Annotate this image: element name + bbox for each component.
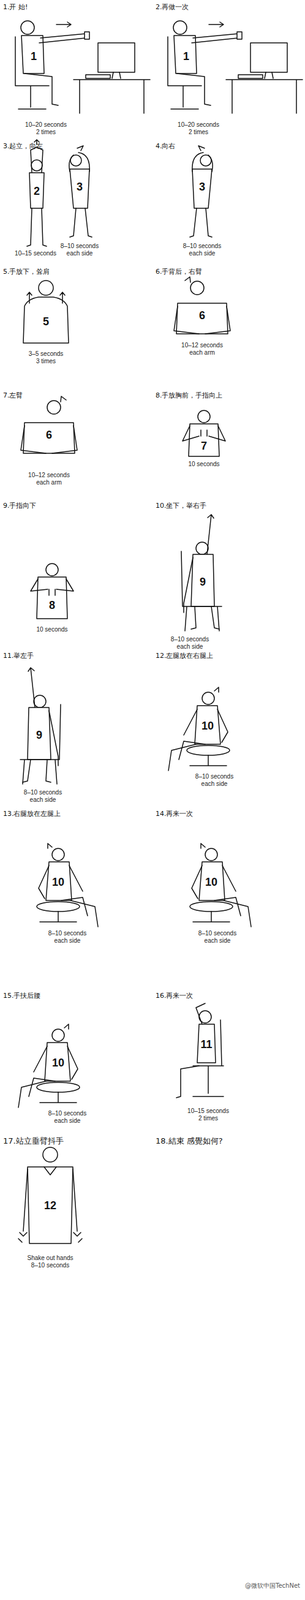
figure-number: 10: [51, 876, 65, 888]
duration-caption: 10–15 seconds 2 times: [185, 1107, 231, 1122]
figure-number: 10: [204, 876, 219, 888]
duration-caption: 10–15 seconds: [12, 249, 59, 258]
duration-caption: 8–10 seconds each side: [167, 635, 212, 650]
step-label: 13.右腿放在左腿上: [3, 809, 62, 818]
step-label: 10.坐下，举右手: [155, 501, 208, 510]
figure-number: 3: [75, 181, 84, 193]
figure-number: 8: [48, 599, 56, 611]
figure-number: 1: [182, 50, 190, 62]
step-label: 14.再来一次: [155, 809, 194, 818]
duration-caption: 10 seconds: [180, 460, 228, 468]
figure-number: 11: [199, 1038, 213, 1050]
step-label: 15.手扶后腰: [3, 991, 42, 1000]
figure-number: 3: [198, 181, 206, 193]
duration-caption: 10 seconds: [28, 625, 76, 634]
step-label: 17.站立垂臂抖手: [3, 1136, 64, 1146]
step-label: 8.手放胸前，手指向上: [155, 391, 223, 400]
duration-caption: 10–12 seconds each arm: [26, 471, 72, 486]
step-label: 3.起立，向左: [3, 142, 44, 151]
duration-caption: 10–20 seconds 2 times: [176, 121, 221, 136]
figure-number: 1: [30, 50, 38, 62]
duration-caption: 8–10 seconds each side: [195, 929, 240, 944]
step-label: 9.手指向下: [3, 501, 37, 510]
duration-caption: 8–10 seconds each side: [45, 1109, 90, 1124]
duration-caption: 3–5 seconds 3 times: [27, 350, 65, 365]
duration-caption: 8–10 seconds each side: [180, 242, 225, 257]
step-label: 5.手放下，耸肩: [3, 267, 51, 276]
step-label: 11.举左手: [3, 651, 35, 660]
duration-caption: 8–10 seconds each side: [45, 929, 90, 944]
duration-caption: 8–10 seconds each side: [20, 788, 65, 803]
step-label: 1.开 始!: [3, 3, 28, 12]
step-label: 12.左腿放在右腿上: [155, 651, 214, 660]
figure-number: 2: [33, 185, 41, 197]
duration-caption: 8–10 seconds each side: [57, 242, 102, 257]
figure-number: 12: [43, 1199, 57, 1211]
duration-caption: 10–20 seconds 2 times: [23, 121, 68, 136]
step-label: 18.結束 感覺如何?: [155, 1136, 223, 1146]
figure-number: 5: [42, 316, 50, 328]
step-label: 16.再来一次: [155, 991, 194, 1000]
step-label: 6.手背后，右臂: [155, 267, 203, 276]
step-label: 4.向右: [155, 142, 176, 151]
figure-number: 9: [199, 576, 207, 588]
figure-number: 10: [200, 720, 215, 732]
duration-caption: 8–10 seconds each side: [192, 772, 237, 787]
figure-number: 9: [35, 729, 43, 741]
step-label: 2.再做一次: [155, 3, 190, 12]
watermark: @微软中国TechNet: [244, 1581, 301, 1590]
figure-number: 7: [200, 440, 208, 452]
duration-caption: Shake out hands 8–10 seconds: [24, 1254, 76, 1269]
duration-caption: 10–12 seconds each arm: [179, 341, 225, 356]
figure-number: 10: [51, 1057, 65, 1069]
figure-number: 6: [45, 429, 53, 441]
step-label: 7.左臂: [3, 391, 24, 400]
figure-number: 6: [198, 309, 206, 321]
